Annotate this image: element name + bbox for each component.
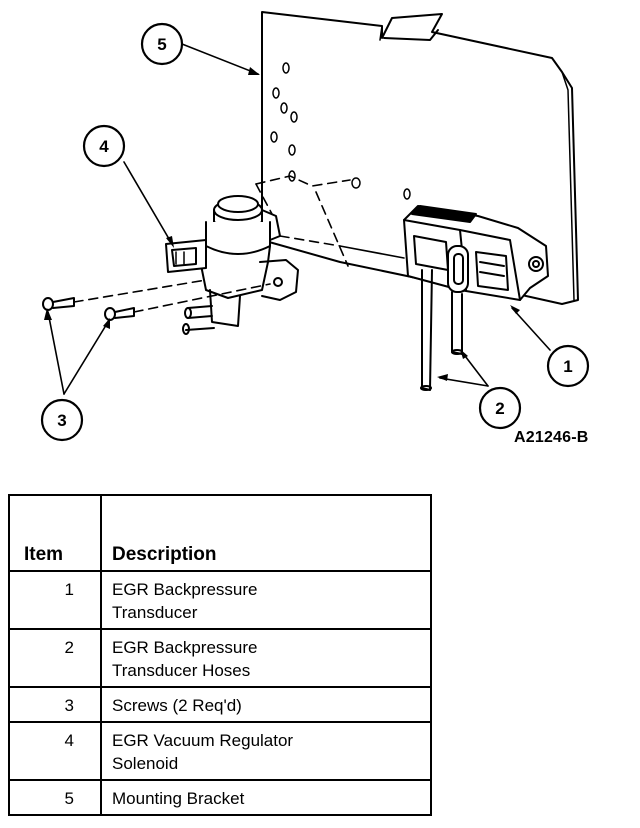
svg-text:3: 3 xyxy=(57,411,66,430)
svg-text:5: 5 xyxy=(157,35,166,54)
callout-1: 1 xyxy=(546,344,590,388)
callout-2: 2 xyxy=(478,386,522,430)
legend-item-number: 3 xyxy=(8,686,102,723)
callouts: 5 4 1 2 3 xyxy=(40,22,590,442)
egr-backpressure-transducer xyxy=(403,205,549,301)
svg-text:1: 1 xyxy=(563,357,572,376)
leader-lines xyxy=(47,43,551,395)
callout-3: 3 xyxy=(40,398,84,442)
svg-text:4: 4 xyxy=(99,137,109,156)
description-line: Transducer xyxy=(112,603,198,622)
legend-header-row: Item Description xyxy=(8,494,432,572)
legend-item-number: 5 xyxy=(8,779,102,816)
callout-4: 4 xyxy=(82,124,126,168)
legend-header-item: Item xyxy=(8,494,102,572)
legend-item-description: Screws (2 Req'd) xyxy=(100,686,432,723)
exploded-diagram: 5 4 1 2 3 xyxy=(40,11,590,442)
description-line: Solenoid xyxy=(112,754,179,773)
callout-5: 5 xyxy=(140,22,184,66)
legend-item-number: 2 xyxy=(8,628,102,688)
description-line: EGR Backpressure xyxy=(112,580,258,599)
legend-row: 5 Mounting Bracket xyxy=(8,779,432,816)
description-line: EGR Vacuum Regulator xyxy=(112,731,294,750)
svg-text:2: 2 xyxy=(495,399,504,418)
legend-row: 3 Screws (2 Req'd) xyxy=(8,686,432,723)
legend-item-number: 4 xyxy=(8,721,102,781)
legend-item-description: Mounting Bracket xyxy=(100,779,432,816)
description-line: Transducer Hoses xyxy=(112,661,251,680)
description-line: Mounting Bracket xyxy=(112,789,245,808)
transducer-hoses xyxy=(420,269,463,391)
alignment-lines xyxy=(73,175,351,313)
legend-item-number: 1 xyxy=(8,570,102,630)
description-line: EGR Backpressure xyxy=(112,638,258,657)
legend-header-description: Description xyxy=(100,494,432,572)
description-line: Screws (2 Req'd) xyxy=(112,696,242,715)
leader-arrowheads xyxy=(44,67,520,381)
bracket-holes xyxy=(270,62,411,200)
figure-id: A21246-B xyxy=(514,429,589,446)
egr-vacuum-regulator-solenoid xyxy=(165,195,299,335)
screws xyxy=(42,297,135,321)
